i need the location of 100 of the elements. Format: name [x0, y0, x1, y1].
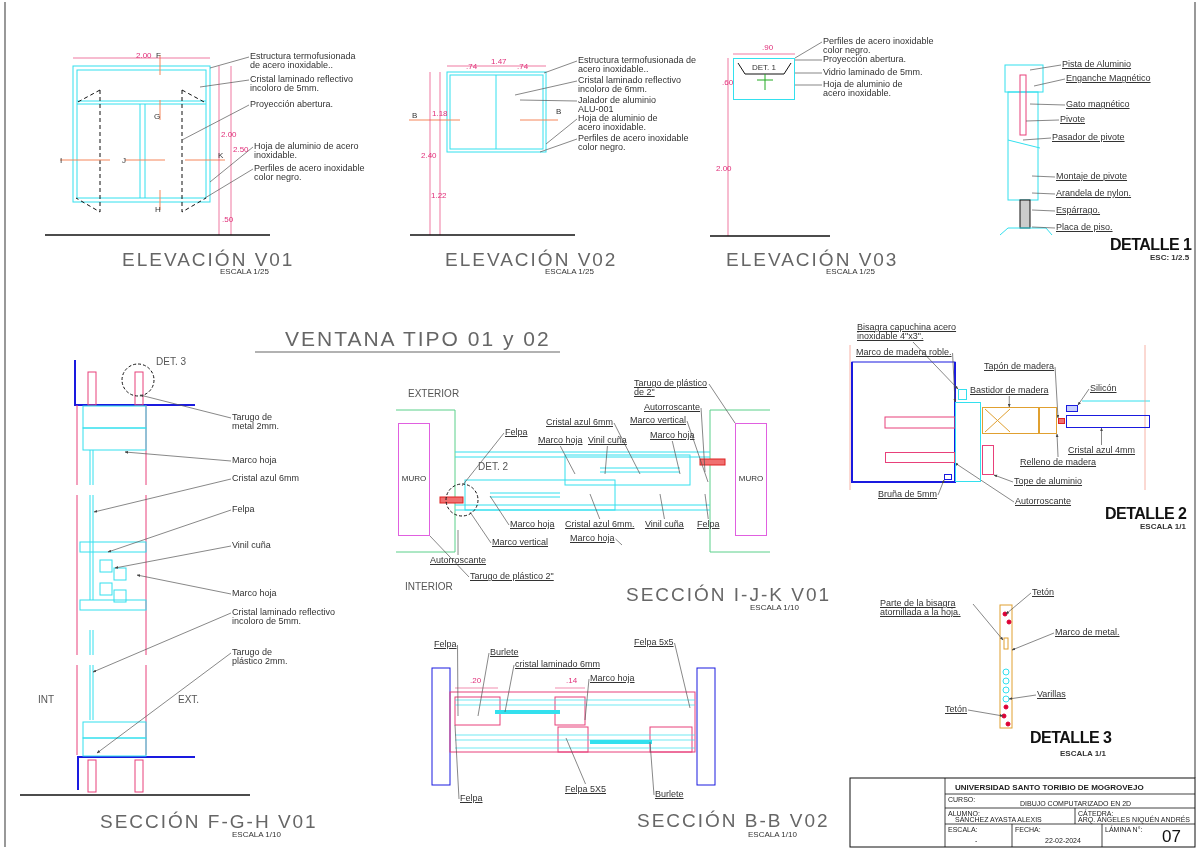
dimension-text: 2.00	[136, 52, 152, 60]
leader-line	[1031, 209, 1056, 212]
callout-text: Cristal azul 6mm	[546, 418, 613, 427]
callout-text: Perfiles de acero inoxidable color negro.	[823, 37, 943, 55]
callout-text: Marco hoja	[232, 589, 277, 598]
detail-mark: DET. 3	[156, 357, 186, 367]
wood-frame	[955, 402, 981, 482]
section-mark: B	[412, 112, 418, 120]
callout-text: Marco hoja	[232, 456, 277, 465]
callout-text: Enganche Magnético	[1066, 74, 1151, 83]
callout-text: Montaje de pivote	[1056, 172, 1128, 181]
leader-line	[671, 440, 681, 475]
leader-line	[545, 118, 578, 145]
callout-text: Cristal azul 6mm.	[565, 520, 635, 529]
callout-text: Felpa	[505, 428, 528, 437]
view-title: SECCIÓN I-J-K V01	[626, 585, 832, 605]
dimension-text: 2.50	[233, 146, 249, 154]
callout-text: Felpa 5X5	[565, 785, 607, 794]
leader-line	[1033, 78, 1066, 87]
leader-line	[209, 56, 250, 69]
dimension-text: .74	[517, 63, 529, 71]
detail-title: DETALLE 2	[1105, 505, 1187, 522]
callout-text: Vinil cuña	[645, 520, 684, 529]
callout-text: Gato magnético	[1066, 100, 1130, 109]
callout-text: Marco vertical	[630, 416, 686, 425]
leader-line	[181, 104, 250, 141]
window-outline-box: DET. 1	[733, 58, 795, 100]
callout-text: Cristal azul 4mm	[1068, 446, 1135, 455]
callout-text: Pasador de pivote	[1052, 133, 1125, 142]
callout-text: Cristal laminado reflectivo incoloro de 5mm.	[250, 75, 368, 93]
callout-text: Marco de madera roble.	[856, 348, 952, 357]
view-title: ELEVACIÓN V01	[122, 250, 295, 270]
leader-line	[686, 420, 709, 483]
leader-line	[1031, 226, 1056, 229]
leader-line	[704, 493, 709, 520]
leader-line	[794, 41, 823, 59]
callout-text: Tarugo de metal 2mm.	[232, 413, 296, 431]
dimension-text: .14	[566, 677, 578, 685]
wall-section: MURO	[735, 423, 767, 536]
callout-text: Tarugo de plástico 2"	[470, 572, 554, 581]
callout-text: Pista de Aluminio	[1062, 60, 1132, 69]
wall-section: MURO	[398, 423, 430, 536]
callout-text: Bastidor de madera	[970, 386, 1049, 395]
callout-text: Arandela de nylon.	[1056, 189, 1132, 198]
detail-title: DETALLE 3	[1030, 729, 1112, 746]
callout-text: Silicón	[1090, 384, 1117, 393]
side-label: INT	[38, 695, 55, 705]
section-mark: F	[156, 52, 161, 60]
leader-line	[794, 72, 823, 74]
callout-text: Felpa	[434, 640, 457, 649]
wood-filler	[1039, 407, 1057, 434]
dimension-text: .90	[762, 44, 774, 52]
callout-text: Tarugo de plástico 2mm.	[232, 648, 304, 666]
callout-text: Marco hoja	[510, 520, 555, 529]
section-mark: H	[155, 206, 161, 214]
leader-line	[543, 60, 578, 74]
leader-line	[659, 493, 665, 520]
groove	[944, 474, 952, 480]
callout-text: Placa de piso.	[1056, 223, 1113, 232]
scale-note: ESCALA 1/10	[750, 604, 799, 612]
scale-note: ESC: 1/2.5	[1150, 254, 1190, 262]
callout-text: Marco vertical	[492, 538, 548, 547]
scale-note: ESCALA 1/25	[826, 268, 875, 276]
glass-pane	[1066, 415, 1150, 428]
callout-text: Felpa	[697, 520, 720, 529]
callout-text: Tarugo de plástico de 2"	[634, 379, 708, 397]
dimension-text: 2.00	[221, 131, 237, 139]
detail-mark: DET. 2	[478, 462, 508, 472]
leader-line	[477, 652, 490, 717]
callout-text: Hoja de aluminio de acero inoxidable.	[254, 142, 366, 160]
callout-text: Vinil cuña	[588, 436, 627, 445]
leader-line	[615, 538, 623, 546]
sealant-bead	[1066, 405, 1078, 412]
view-title: SECCIÓN F-G-H V01	[100, 812, 318, 832]
leader-line	[613, 422, 641, 475]
callout-text: Cristal laminado reflectivo incoloro de 5mm.	[232, 608, 362, 626]
scale-note: ESCALA 1/25	[220, 268, 269, 276]
leader-line	[457, 529, 459, 556]
callout-text: Proyección abertura.	[823, 55, 907, 64]
dimension-text: 2.40	[421, 152, 437, 160]
callout-text: Marco hoja	[590, 674, 635, 683]
detail-title: DETALLE 1	[1110, 236, 1192, 253]
section-mark: G	[154, 113, 161, 121]
side-label: EXTERIOR	[408, 389, 460, 399]
callout-text: Cristal laminado reflectivo incoloro de 6mm.	[578, 76, 698, 94]
leader-line	[1025, 119, 1060, 122]
leader-line	[1031, 192, 1056, 195]
callout-text: Tapón de madera	[984, 362, 1055, 371]
sheet-title: VENTANA TIPO 01 y 02	[285, 328, 551, 350]
dimension-text: .74	[466, 63, 478, 71]
leader-line	[429, 535, 470, 578]
callout-text: Cristal azul 6mm	[232, 474, 299, 483]
leader-line	[519, 99, 578, 102]
callout-text: Hoja de aluminio de acero inoxidable.	[823, 80, 919, 98]
side-label: INTERIOR	[405, 582, 453, 592]
dimension-text: .20	[470, 677, 482, 685]
callout-text: Burlete	[655, 790, 684, 799]
callout-text: Autorroscante	[1015, 497, 1072, 506]
dimension-text: .60	[722, 79, 734, 87]
leader-line	[794, 84, 823, 86]
